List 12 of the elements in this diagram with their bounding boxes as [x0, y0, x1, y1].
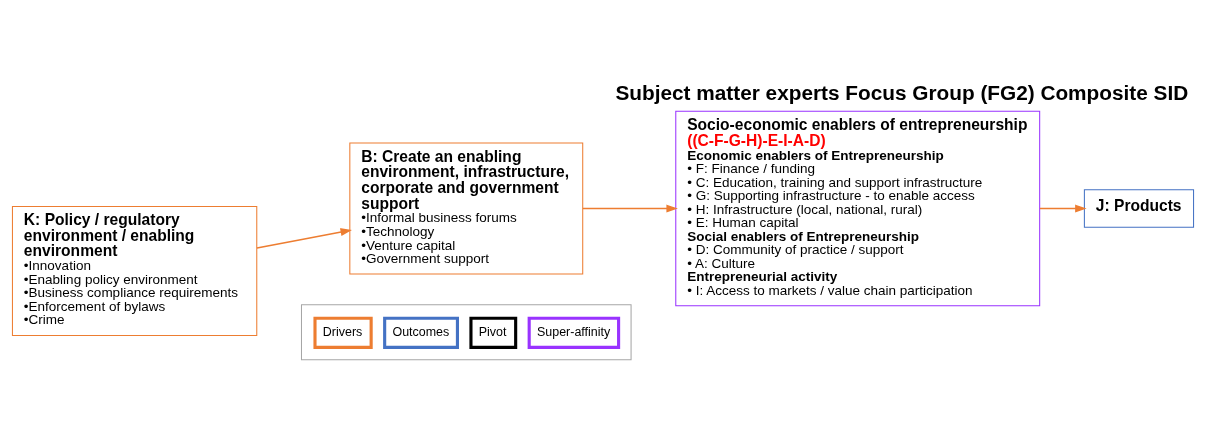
legend-label: Drivers — [322, 324, 363, 339]
arrow — [1039, 204, 1087, 213]
node-box: J: Products — [1083, 188, 1195, 228]
legend-label: Pivot — [478, 324, 507, 339]
arrow — [582, 204, 678, 213]
node-box: K: Policy / regulatory environment / enabling environment •Innovation •Enabling policy environment •Business compliance requirements •Enforcement of bylaws •Crime — [11, 205, 258, 336]
legend-label: Outcomes — [392, 324, 450, 339]
node-box: Socio-economic enablers of entrepreneurship ((C-F-G-H)-E-I-A-D) Economic enablers of Entrepreneurship • F: Finance / funding • C: Education, training and support infrastructure • G: Supporting infrastructure - to enable access • H: Infrastructure (local, national, rural) • E: Human capital Social enablers of Entrepreneurship • D: Community of practice / support • A: Culture Entrepreneurial activity • I: Access to markets / value chain participation — [675, 110, 1041, 306]
arrow — [256, 227, 352, 249]
diagram-title: Subject matter experts Focus Group (FG2) Composite SID — [615, 80, 1189, 104]
node-box: B: Create an enabling environment, infrastructure, corporate and government support •Informal business forums •Technology •Venture capital •Government support — [349, 142, 584, 275]
legend-label: Super-affinity — [536, 324, 611, 339]
